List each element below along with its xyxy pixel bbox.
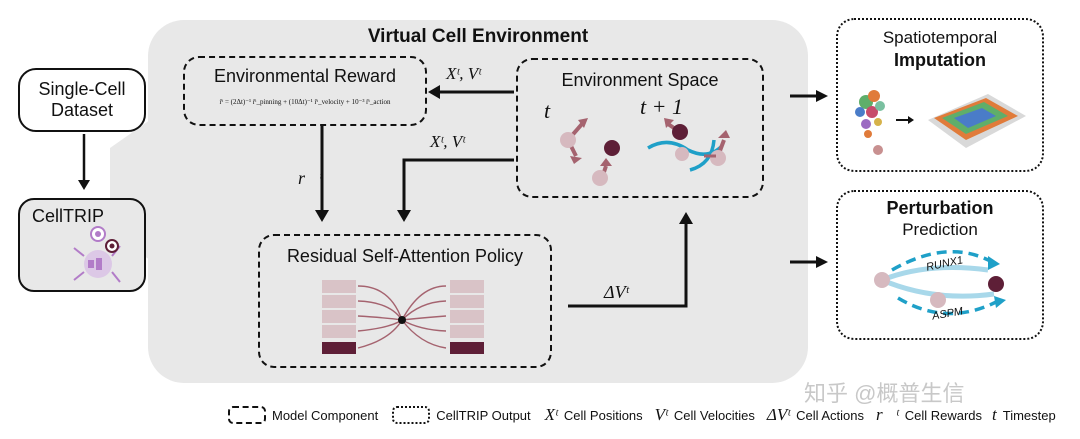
imputation-line2: Imputation [894,50,986,70]
legend-t-symbol: t [992,405,997,424]
timestep-t1-label: t + 1 [640,94,683,119]
perturbation-output-box: Perturbation Prediction RUNX1 ASPM [836,190,1044,340]
legend-x-symbol: Xᵗ [544,405,558,424]
timestep-t-label: t [544,98,551,123]
legend-r-label: Cell Rewards [904,407,983,423]
celltrip-label: CellTRIP [32,206,105,226]
policy-box: Residual Self-Attention Policy [258,234,552,368]
perturbation-line2: Prediction [902,220,978,239]
legend-dotted-swatch [392,406,431,424]
arrow-dataset-to-celltrip [78,134,90,190]
perturbation-line1: Perturbation [886,198,994,218]
delta-v-label: ΔVᵗ [604,282,629,302]
legend-dv-label: Cell Actions [796,407,864,423]
imputation-output-box: Spatiotemporal Imputation [836,18,1044,172]
watermark: 知乎 @概普生信 [804,381,965,406]
celltrip-box: CellTRIP [18,198,146,292]
environment-space-title: Environment Space [561,70,719,90]
environmental-reward-title: Environmental Reward [213,66,397,86]
reward-vector-label: r⃗ᵗ [298,168,323,188]
legend-v-label: Cell Velocities [673,407,755,423]
celltrip-logo-icon [73,226,121,283]
legend-dv-symbol: ΔVᵗ [766,405,791,424]
environment-space-box: Environment Space t t + 1 [516,58,764,198]
dataset-label: Single-Cell Dataset [38,79,126,120]
legend-model-component: Model Component [272,407,379,423]
panel-title: Virtual Cell Environment [367,26,589,47]
legend-v-symbol: Vᵗ [654,405,668,424]
legend-celltrip-output: CellTRIP Output [436,407,531,423]
legend-x-label: Cell Positions [563,407,643,423]
legend-t-label: Timestep [1002,407,1056,423]
spatial-imputation-icon [855,90,1026,155]
environmental-reward-box: Environmental Reward r̄ᵗ = (2Δt)⁻¹ r̄ᵗ_p… [183,56,427,126]
xv-top-label: Xᵗ, Vᵗ [446,64,481,83]
reward-formula: r̄ᵗ = (2Δt)⁻¹ r̄ᵗ_pinning + (10Δt)⁻¹ r̄ᵗ… [219,98,391,106]
attention-network-icon [322,280,484,354]
imputation-line1: Spatiotemporal [882,28,998,47]
perturbation-prediction-icon [874,250,1006,316]
legend-r-symbol: r⃗ᵗ [876,405,899,424]
legend-dashed-swatch [228,406,266,424]
xv-mid-label: Xᵗ, Vᵗ [430,132,465,151]
single-cell-dataset-box: Single-Cell Dataset [18,68,146,132]
policy-title: Residual Self-Attention Policy [286,246,524,266]
environment-space-cells-icon [560,118,730,186]
legend: Model Component CellTRIP Output Xᵗ Cell … [228,404,1056,426]
